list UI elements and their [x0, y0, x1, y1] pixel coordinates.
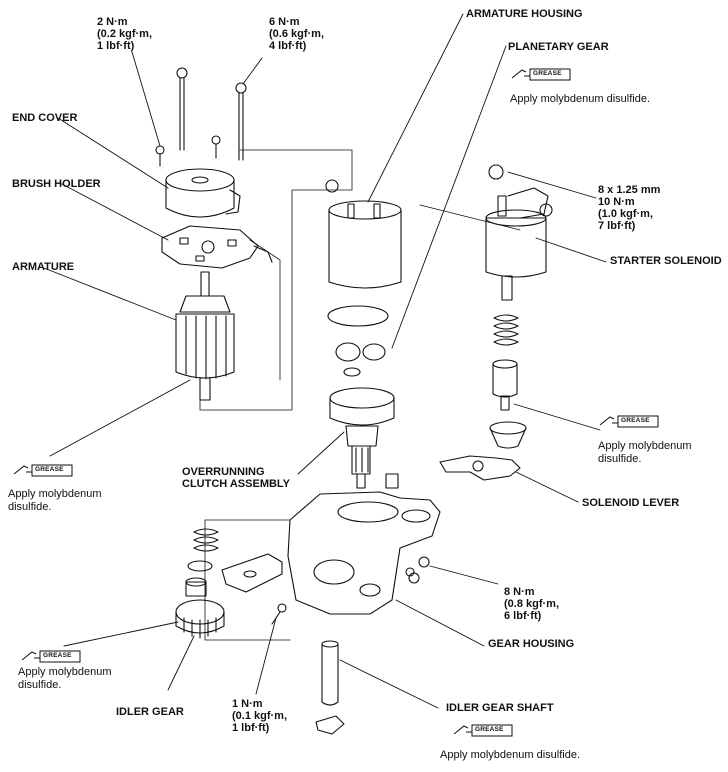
screw-end-cover-1 [155, 145, 165, 167]
lever-holder [221, 553, 283, 593]
armature-housing [325, 179, 402, 289]
grease-label: GREASE [533, 70, 562, 77]
grease-gun-icon: GREASE [12, 462, 74, 480]
starter-solenoid [485, 164, 553, 301]
idler-spring [193, 528, 219, 552]
torque-spec-gear-housing-nut: 8 N·m (0.8 kgf·m, 6 lbf·ft) [504, 586, 560, 622]
note-idler-gear-lubrication: Apply molybdenum disulfide. [18, 666, 112, 691]
overrunning-clutch [329, 387, 395, 489]
idler-gear [175, 577, 225, 639]
grease-label: GREASE [35, 466, 64, 473]
grease-gun-icon: GREASE [452, 722, 514, 740]
note-armature-lubrication: Apply molybdenum disulfide. [8, 488, 102, 513]
end-cover [165, 168, 241, 218]
grease-gun-icon: GREASE [20, 648, 82, 666]
plunger [492, 359, 518, 411]
label-armature: ARMATURE [12, 261, 75, 273]
plunger-spring [493, 314, 519, 346]
note-idler-shaft-lubrication: Apply molybdenum disulfide. [440, 749, 581, 761]
through-bolt-left [176, 67, 188, 151]
label-armature-housing: ARMATURE HOUSING [466, 8, 583, 20]
solenoid-lever [439, 455, 521, 481]
label-brush-holder: BRUSH HOLDER [12, 178, 101, 190]
plunger-cup [489, 421, 527, 449]
label-end-cover: END COVER [12, 112, 78, 124]
label-starter-solenoid: STARTER SOLENOID [610, 255, 722, 267]
label-idler-gear: IDLER GEAR [116, 706, 184, 718]
note-planetary-gear-lubrication: Apply molybdenum disulfide. [510, 93, 651, 105]
through-bolt-right [235, 82, 247, 161]
idler-gear-shaft [315, 640, 345, 735]
torque-spec-solenoid-nut: 8 x 1.25 mm 10 N·m (1.0 kgf·m, 7 lbf·ft) [598, 184, 661, 232]
planetary-gear-set [327, 305, 389, 377]
screw-end-cover-2 [211, 135, 221, 159]
idler-washer [187, 560, 213, 572]
note-plunger-lubrication: Apply molybdenum disulfide. [598, 440, 692, 465]
gear-housing-nut [405, 567, 415, 577]
leader-lines [43, 13, 607, 709]
assembly-lines [199, 149, 521, 641]
torque-spec-gear-housing-screw: 1 N·m (0.1 kgf·m, 1 lbf·ft) [232, 698, 288, 734]
label-planetary-gear: PLANETARY GEAR [508, 41, 609, 53]
torque-spec-end-cover-screw: 2 N·m (0.2 kgf·m, 1 lbf·ft) [97, 16, 153, 52]
grease-gun-icon: GREASE [598, 413, 660, 431]
grease-label: GREASE [475, 726, 504, 733]
label-idler-gear-shaft: IDLER GEAR SHAFT [446, 702, 554, 714]
label-gear-housing: GEAR HOUSING [488, 638, 575, 650]
grease-gun-icon: GREASE [510, 66, 572, 84]
gear-housing [287, 473, 441, 615]
brush-holder [161, 225, 273, 269]
gear-housing-screw [271, 603, 287, 625]
armature [175, 271, 235, 401]
torque-spec-through-bolt: 6 N·m (0.6 kgf·m, 4 lbf·ft) [269, 16, 325, 52]
label-solenoid-lever: SOLENOID LEVER [582, 497, 680, 509]
label-overrunning-clutch-assembly: OVERRUNNING CLUTCH ASSEMBLY [182, 466, 290, 490]
grease-label: GREASE [43, 652, 72, 659]
grease-label: GREASE [621, 417, 650, 424]
